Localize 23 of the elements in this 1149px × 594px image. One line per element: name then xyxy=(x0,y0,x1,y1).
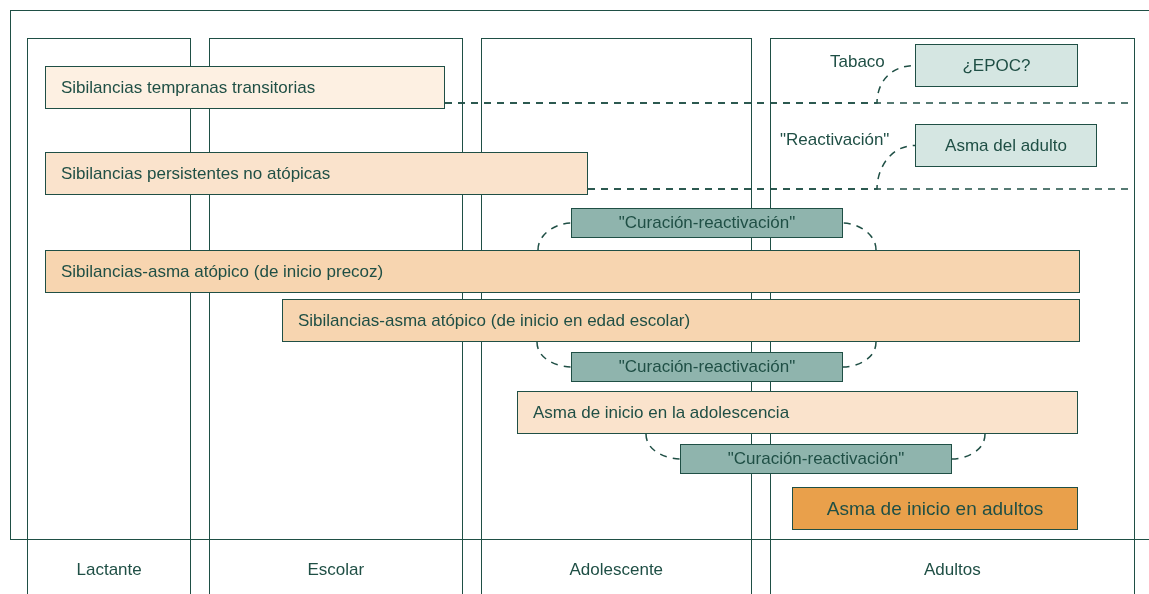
bar: "Curación-reactivación" xyxy=(571,352,843,382)
bar: "Curación-reactivación" xyxy=(680,444,952,474)
column-label: Adolescente xyxy=(569,560,664,580)
column-label: Escolar xyxy=(307,560,365,580)
connector xyxy=(537,222,572,251)
connector xyxy=(536,341,572,368)
bar: Sibilancias persistentes no atópicas xyxy=(45,152,588,195)
connector xyxy=(842,341,877,368)
column-label: Adultos xyxy=(924,560,981,580)
bar: Asma del adulto xyxy=(915,124,1097,167)
bar: ¿EPOC? xyxy=(915,44,1078,87)
connector xyxy=(951,433,986,460)
connector xyxy=(587,188,1136,190)
bar: Asma de inicio en adultos xyxy=(792,487,1078,530)
bar: "Curación-reactivación" xyxy=(571,208,843,238)
bar: Sibilancias-asma atópico (de inicio precoz) xyxy=(45,250,1080,293)
connector xyxy=(645,433,681,460)
connector xyxy=(842,222,877,251)
column-label: Lactante xyxy=(76,560,142,580)
bar: Sibilancias-asma atópico (de inicio en edad escolar) xyxy=(282,299,1080,342)
connector xyxy=(444,102,1136,104)
bar: Sibilancias tempranas transitorias xyxy=(45,66,445,109)
bar: Asma de inicio en la adolescencia xyxy=(517,391,1078,434)
